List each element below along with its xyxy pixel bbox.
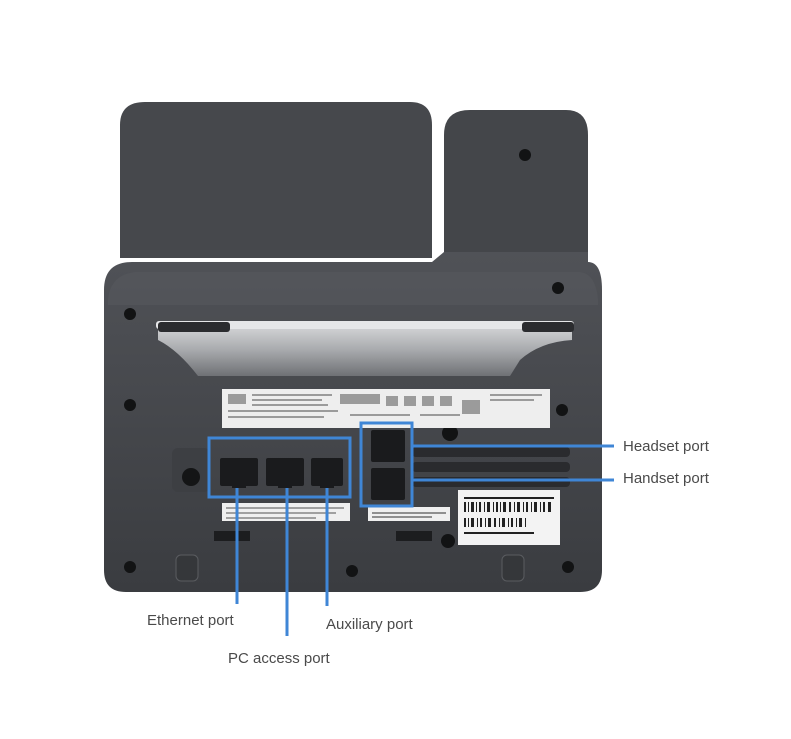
stand-foot-left: [158, 322, 230, 332]
label-fine-print: [228, 394, 542, 418]
screw-holes: [124, 149, 574, 577]
barcode: [464, 497, 554, 534]
rj45-port: [311, 458, 343, 486]
ethernet-port-label: Ethernet port: [147, 612, 234, 629]
stand-edge: [156, 321, 574, 329]
sticker-fine-print: [226, 507, 344, 519]
aux-jack: [182, 468, 200, 486]
rubber-foot-left: [175, 554, 199, 582]
ethernet-pc-aux-box: [207, 436, 352, 499]
screw-hole: [442, 425, 458, 441]
pc-access-port-label: PC access port: [228, 650, 330, 667]
rj45-port-notch: [320, 482, 334, 488]
screw-hole: [556, 404, 568, 416]
headset-port-label: Headset port: [623, 438, 709, 455]
callout-lines: [207, 421, 614, 636]
bottom-slot-left: [214, 531, 250, 541]
screw-hole: [124, 561, 136, 573]
handset-headset-box: [359, 421, 414, 508]
rear-ports: [220, 458, 343, 488]
barcode-label: [458, 490, 560, 545]
stand-foot-right: [522, 322, 574, 332]
screw-hole: [124, 308, 136, 320]
rj45-port-notch: [278, 482, 292, 488]
headset-port: [371, 430, 405, 462]
rj45-port: [220, 458, 258, 486]
handset-port: [371, 468, 405, 500]
rj45-port-notch: [232, 482, 246, 488]
rubber-foot-right: [501, 554, 525, 582]
screw-hole: [562, 561, 574, 573]
auxiliary-port-label: Auxiliary port: [326, 616, 413, 633]
screw-hole: [346, 565, 358, 577]
bottom-slot-right: [396, 531, 432, 541]
rj45-port: [266, 458, 304, 486]
screw-hole: [552, 282, 564, 294]
screw-hole: [441, 534, 455, 548]
stand-bar: [158, 323, 572, 376]
body-highlight: [108, 272, 598, 305]
voltage-fine-print: [372, 512, 446, 518]
upper-housing-left: [120, 102, 432, 258]
handset-port-label: Handset port: [623, 470, 709, 487]
screw-hole: [519, 149, 531, 161]
handset-cradle: [444, 110, 588, 270]
screw-hole: [124, 399, 136, 411]
